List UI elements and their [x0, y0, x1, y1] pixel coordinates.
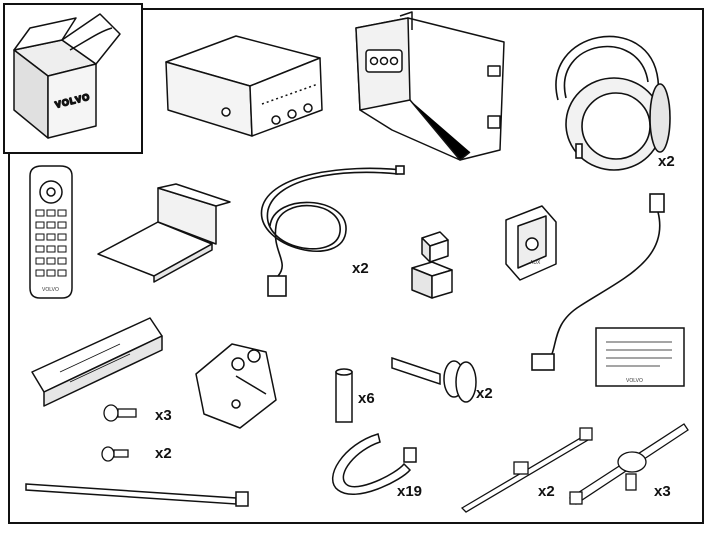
push-pin-icon	[391, 356, 477, 403]
headphones-quantity: x2	[658, 153, 675, 170]
foam-strip-icon	[31, 317, 163, 407]
aux-label: AUX	[530, 260, 541, 266]
plate-bracket-icon	[97, 183, 231, 283]
screw-large-icon	[103, 404, 137, 422]
info-card-icon: VOLVO	[595, 327, 685, 387]
tie-mount-quantity: x2	[538, 483, 555, 500]
remote-control-icon: VOLVO	[29, 165, 73, 299]
screws-large-quantity: x3	[155, 407, 172, 424]
modular-cable-icon	[531, 193, 665, 371]
cable-tie-icon	[25, 483, 249, 507]
screw-small-icon	[101, 446, 129, 462]
wiring-harness-icon	[260, 165, 405, 297]
tie-mount-icon	[460, 427, 593, 513]
mounting-bracket-icon	[355, 11, 505, 161]
push-pin-quantity: x2	[476, 385, 493, 402]
remote-brand-label: VOLVO	[42, 287, 59, 293]
screws-small-quantity: x2	[155, 445, 172, 462]
shipping-box-icon: VOLVO	[13, 13, 121, 139]
tie-clip-quantity: x3	[654, 483, 671, 500]
spacer-tube-icon	[335, 368, 353, 423]
headphones-icon	[555, 35, 671, 171]
tie-clip-icon	[568, 423, 689, 505]
connector-plug-icon	[411, 231, 453, 299]
aux-jack-icon: AUX	[505, 205, 557, 281]
strap-loop-icon	[332, 433, 417, 496]
hinge-bracket-icon	[195, 343, 277, 429]
spacer-quantity: x6	[358, 390, 375, 407]
media-player-icon	[165, 35, 323, 137]
cable-quantity: x2	[352, 260, 369, 277]
card-brand-label: VOLVO	[626, 378, 643, 384]
strap-quantity: x19	[397, 483, 422, 500]
